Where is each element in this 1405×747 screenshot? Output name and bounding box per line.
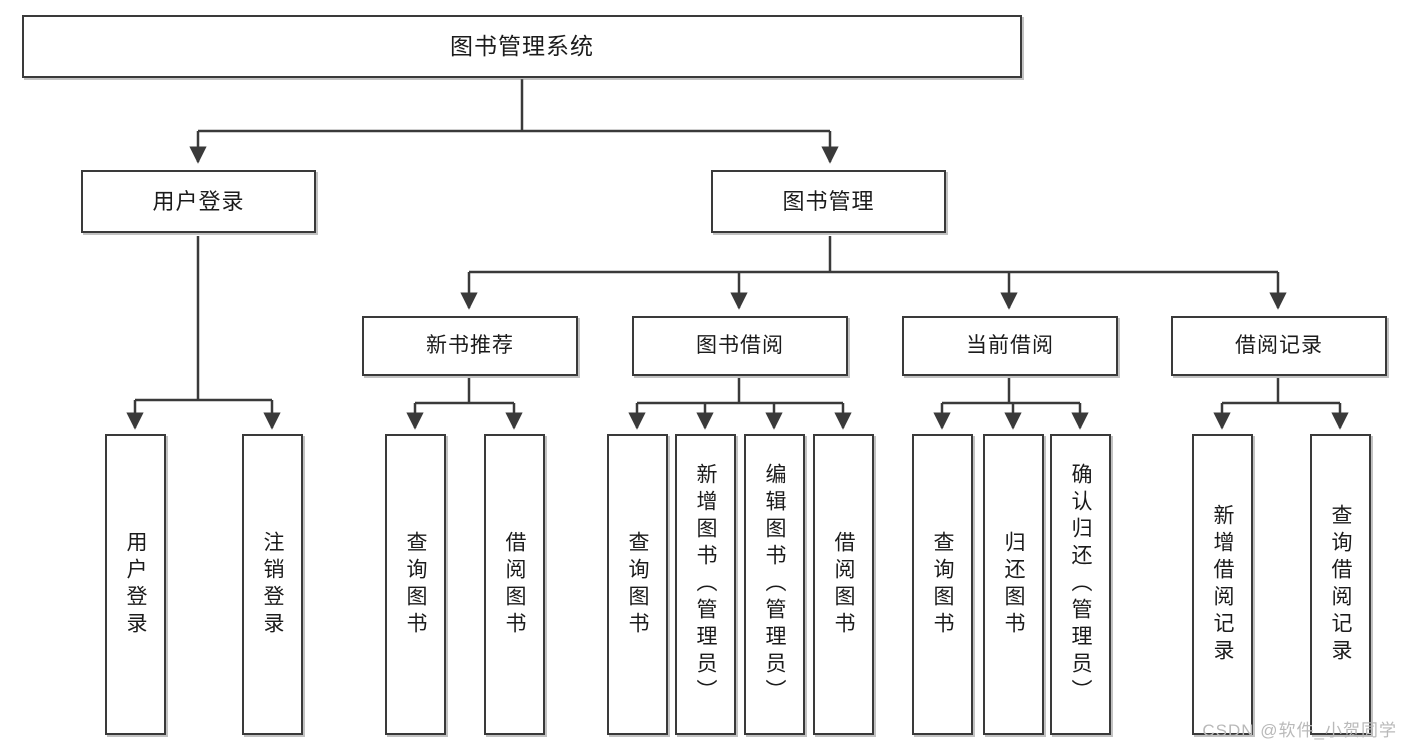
leaf-borrow-book-recommend[interactable]: 借阅图书 [484,434,545,735]
leaf-query-book-borrow-label: 查询图书 [626,530,649,639]
leaf-borrow-book[interactable]: 借阅图书 [813,434,874,735]
leaf-query-book-borrow[interactable]: 查询图书 [607,434,668,735]
leaf-query-book-recommend[interactable]: 查询图书 [385,434,446,735]
leaf-edit-book-admin[interactable]: 编辑图书（管理员） [744,434,805,735]
node-current-borrow[interactable]: 当前借阅 [902,316,1118,376]
leaf-add-borrow-record-label: 新增借阅记录 [1211,503,1234,666]
leaf-add-book-admin-label: 新增图书（管理员） [694,463,717,706]
leaf-confirm-return-admin-label: 确认归还（管理员） [1069,463,1092,706]
leaf-query-borrow-record-label: 查询借阅记录 [1329,503,1352,666]
leaf-logout-label: 注销登录 [261,530,284,639]
leaf-user-login-label: 用户登录 [124,530,147,639]
leaf-add-book-admin[interactable]: 新增图书（管理员） [675,434,736,735]
leaf-add-borrow-record[interactable]: 新增借阅记录 [1192,434,1253,735]
leaf-confirm-return-admin[interactable]: 确认归还（管理员） [1050,434,1111,735]
leaf-edit-book-admin-label: 编辑图书（管理员） [763,463,786,706]
leaf-logout[interactable]: 注销登录 [242,434,303,735]
node-user-login-label: 用户登录 [152,188,245,214]
node-new-book-recommend[interactable]: 新书推荐 [362,316,578,376]
node-book-management-label: 图书管理 [782,188,875,214]
node-new-book-recommend-label: 新书推荐 [426,333,514,357]
node-book-borrow-label: 图书借阅 [696,333,784,357]
node-borrow-record[interactable]: 借阅记录 [1171,316,1387,376]
leaf-borrow-book-recommend-label: 借阅图书 [503,530,526,639]
leaf-query-borrow-record[interactable]: 查询借阅记录 [1310,434,1371,735]
node-root[interactable]: 图书管理系统 [22,15,1022,78]
node-current-borrow-label: 当前借阅 [966,333,1054,357]
node-book-borrow[interactable]: 图书借阅 [632,316,848,376]
leaf-query-book-current-label: 查询图书 [931,530,954,639]
node-book-management[interactable]: 图书管理 [711,170,946,233]
leaf-query-book-current[interactable]: 查询图书 [912,434,973,735]
leaf-query-book-recommend-label: 查询图书 [404,530,427,639]
leaf-user-login[interactable]: 用户登录 [105,434,166,735]
watermark: CSDN @软件_小贺同学 [1202,721,1397,740]
leaf-return-book-label: 归还图书 [1002,530,1025,639]
leaf-borrow-book-label: 借阅图书 [832,530,855,639]
leaf-return-book[interactable]: 归还图书 [983,434,1044,735]
node-borrow-record-label: 借阅记录 [1235,333,1323,357]
node-root-label: 图书管理系统 [450,33,594,60]
node-user-login[interactable]: 用户登录 [81,170,316,233]
